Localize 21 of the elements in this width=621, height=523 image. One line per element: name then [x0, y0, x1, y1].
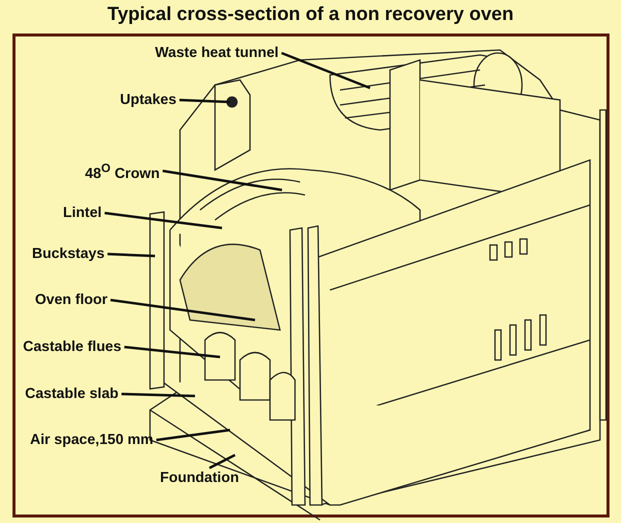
- leader-line: [104, 212, 222, 230]
- part-label: Castable slab: [25, 386, 118, 402]
- part-label: Air space,150 mm: [30, 432, 154, 448]
- part-label: Foundation: [160, 470, 239, 486]
- leader-line: [108, 252, 156, 258]
- leader-line: [121, 392, 196, 398]
- part-label: Waste heat tunnel: [155, 45, 279, 61]
- part-label: Castable flues: [23, 339, 122, 355]
- leader-line: [156, 428, 230, 442]
- diagram-title: Typical cross-section of a non recovery oven: [106, 4, 515, 26]
- leader-line: [208, 454, 236, 470]
- part-label: Uptakes: [120, 92, 176, 108]
- leader-line: [281, 52, 370, 90]
- leader-line: [162, 170, 282, 192]
- part-label: Oven floor: [35, 292, 108, 308]
- leader-line: [179, 98, 230, 104]
- part-label: Lintel: [63, 205, 102, 221]
- leader-line: [124, 346, 220, 358]
- part-label: 48$^{O}$ Crown: [85, 160, 160, 182]
- part-label: Buckstays: [32, 246, 105, 262]
- leader-line: [110, 298, 256, 322]
